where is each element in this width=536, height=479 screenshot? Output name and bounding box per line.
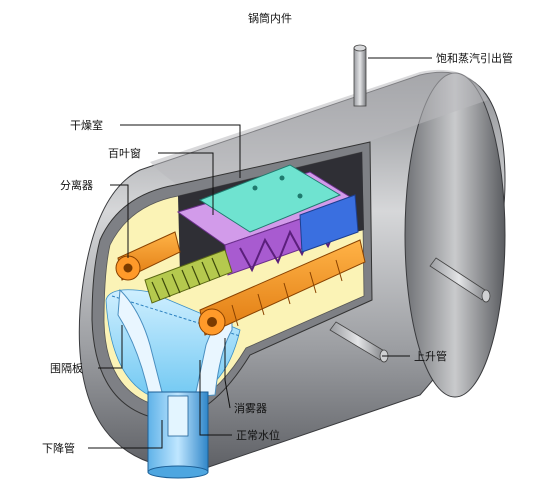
baffle-plate — [117, 288, 233, 401]
label-separator: 分离器 — [60, 178, 93, 192]
side-louver — [299, 194, 359, 253]
label-demister: 消雾器 — [234, 401, 267, 415]
riser-pipe-upper — [429, 257, 491, 303]
label-normal-water-level: 正常水位 — [236, 428, 280, 442]
demister — [144, 249, 233, 304]
separator-row-front — [198, 239, 366, 336]
label-saturated-steam-outlet: 饱和蒸汽引出管 — [436, 51, 513, 65]
saturated-steam-outlet-pipe — [353, 44, 367, 107]
label-baffle-plate: 围隔板 — [50, 361, 83, 375]
label-downcomer: 下降管 — [42, 441, 75, 455]
separator-row-back — [115, 231, 181, 281]
label-riser: 上升管 — [414, 349, 447, 363]
label-drying-chamber: 干燥室 — [70, 118, 103, 132]
leader-lines — [88, 57, 432, 449]
diagram-title: 锅筒内件 — [248, 11, 292, 25]
downcomer-pipe — [147, 391, 209, 479]
label-louver: 百叶窗 — [108, 146, 141, 160]
louver-plate — [198, 164, 342, 233]
